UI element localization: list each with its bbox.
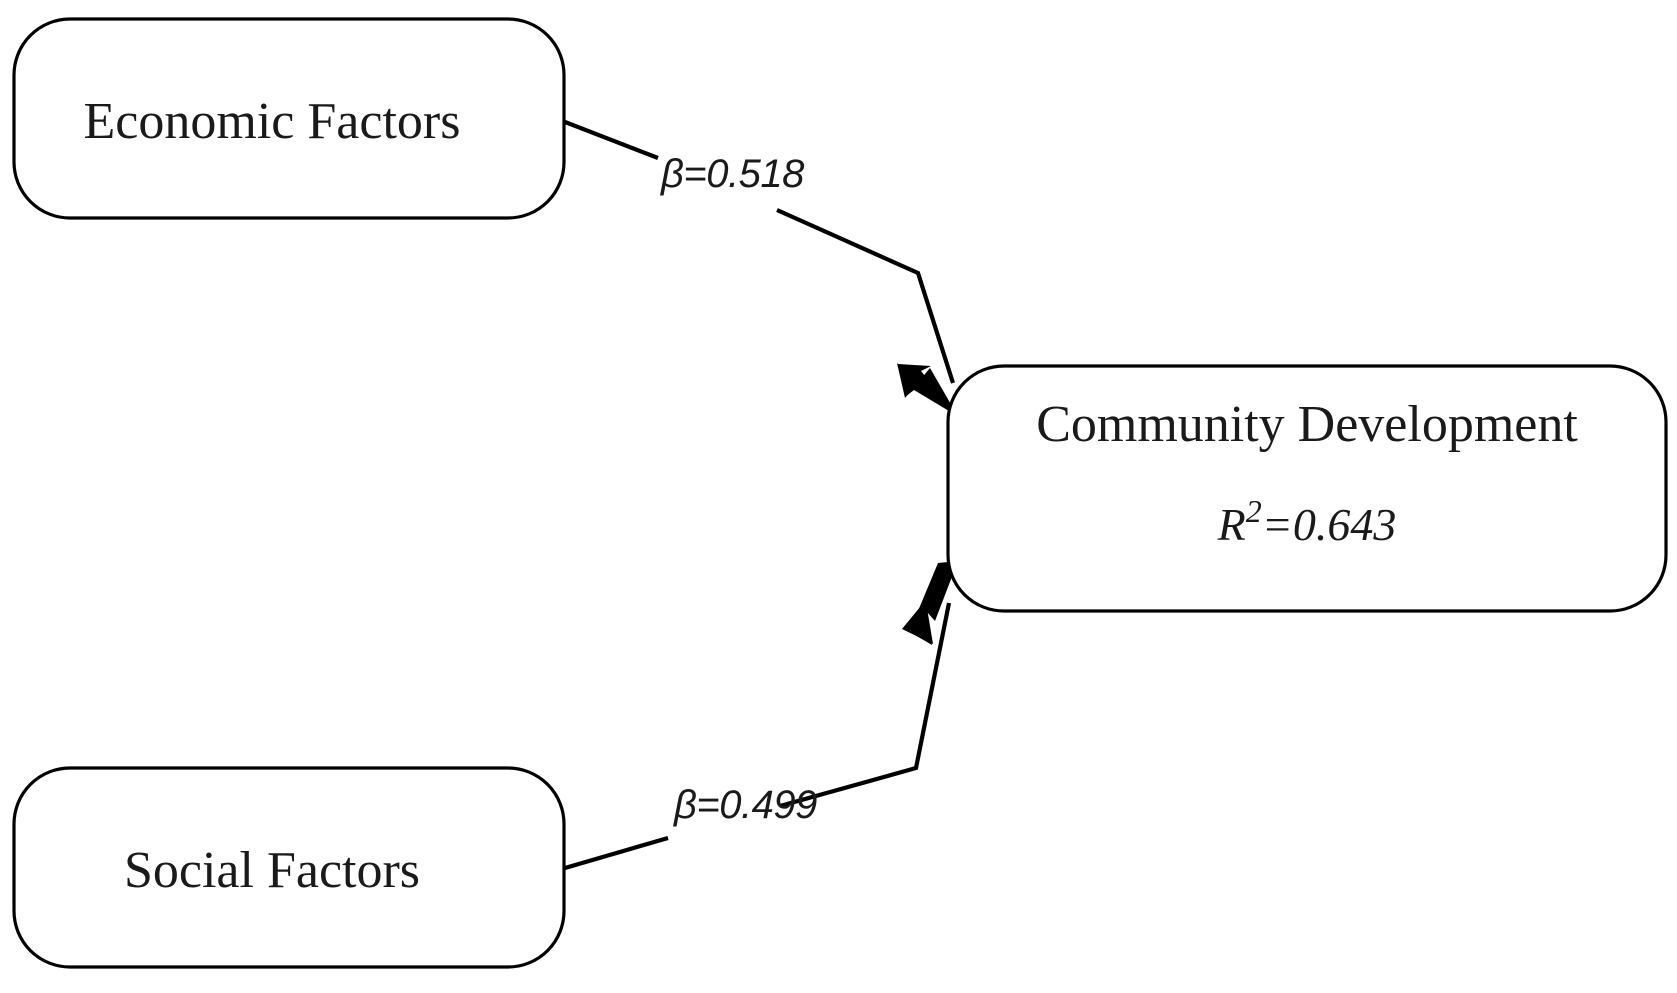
node-community-development-label: Community Development	[1036, 396, 1578, 453]
node-economic-factors-box	[12, 17, 566, 220]
edge-economic-segment-1	[564, 120, 659, 160]
edge-social-segment-1	[564, 835, 669, 871]
edge-label-beta-economic: β=0.518	[660, 152, 805, 196]
edge-label-beta-social: β=0.499	[673, 783, 817, 827]
node-economic-factors-label: Economic Factors	[84, 93, 461, 150]
node-social-factors-label: Social Factors	[124, 842, 420, 899]
node-community-development-r-squared: R2=0.643	[1217, 493, 1397, 550]
edge-economic-arrowhead-fill-icon	[897, 363, 960, 420]
r-squared-exponent: 2	[1246, 493, 1262, 529]
node-economic-factors[interactable]: Economic Factors	[12, 17, 566, 220]
edge-social-to-community[interactable]	[564, 561, 958, 871]
r-squared-value: =0.643	[1262, 499, 1397, 550]
node-community-development[interactable]: Community Development R2=0.643	[946, 364, 1668, 613]
node-social-factors-box	[12, 766, 566, 969]
edge-economic-segment-2	[776, 208, 956, 384]
edge-social-segment-2	[779, 602, 952, 809]
edge-economic-to-community[interactable]	[564, 120, 962, 423]
node-social-factors[interactable]: Social Factors	[12, 766, 566, 969]
edge-social-arrowhead-fill-icon	[902, 562, 957, 644]
r-squared-symbol: R	[1217, 499, 1246, 550]
node-community-development-box	[946, 364, 1668, 613]
